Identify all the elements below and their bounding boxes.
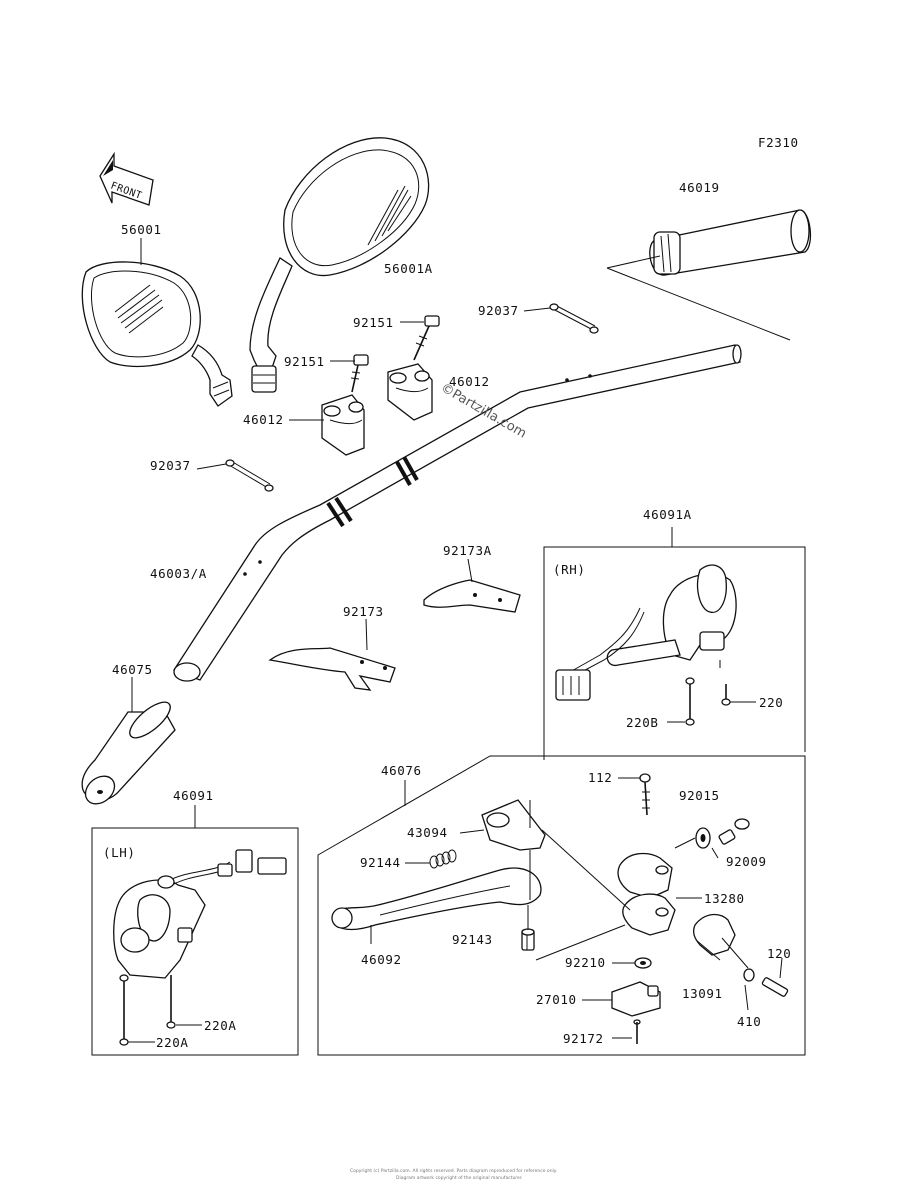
part-92151-b: 92151 [284, 354, 325, 369]
handlebar-holder-left [321, 394, 365, 456]
footer-line-2: Diagram artwork copyright of the origina… [396, 1175, 523, 1181]
part-220B: 220B [626, 715, 659, 730]
part-92009: 92009 [726, 854, 767, 869]
tie-92037-a [225, 459, 274, 492]
part-46012-a: 46012 [449, 374, 490, 389]
part-92037-b: 92037 [150, 458, 191, 473]
part-220A-b: 220A [156, 1035, 189, 1050]
front-arrow-icon: FRONT [99, 151, 154, 206]
part-92172: 92172 [563, 1031, 604, 1046]
footer-line-1: Copyright (c) Partzilla.com. All rights … [350, 1168, 557, 1174]
part-92173: 92173 [343, 604, 384, 619]
part-46012-b: 46012 [243, 412, 284, 427]
right-mirror [249, 137, 430, 393]
figure-code: F2310 [758, 135, 799, 150]
part-46019: 46019 [679, 180, 720, 195]
bracket-92173A [423, 579, 521, 613]
part-13091: 13091 [682, 986, 723, 1001]
part-112: 112 [588, 770, 612, 785]
part-56001: 56001 [121, 222, 162, 237]
handlebar-holder-right [387, 363, 433, 421]
part-13280: 13280 [704, 891, 745, 906]
bracket-92173 [268, 647, 396, 691]
part-92210: 92210 [565, 955, 606, 970]
tie-92037-b [549, 303, 599, 334]
part-43094: 43094 [407, 825, 448, 840]
part-46003: 46003/A [150, 566, 207, 581]
part-92143: 92143 [452, 932, 493, 947]
part-220: 220 [759, 695, 783, 710]
lh-label: (LH) [103, 845, 136, 860]
part-92144: 92144 [360, 855, 401, 870]
part-410: 410 [737, 1014, 761, 1029]
rh-label: (RH) [553, 562, 586, 577]
lh-switch-box [91, 827, 299, 1056]
lever-assembly [331, 773, 789, 1044]
bolt-92151-b [413, 315, 440, 361]
throttle-grip [606, 209, 812, 341]
part-92151-a: 92151 [353, 315, 394, 330]
part-46092: 46092 [361, 952, 402, 967]
leader-lines [131, 238, 749, 1039]
lever-assembly-box [317, 755, 806, 1056]
part-46075: 46075 [112, 662, 153, 677]
part-27010: 27010 [536, 992, 577, 1007]
part-92015: 92015 [679, 788, 720, 803]
part-46091: 46091 [173, 788, 214, 803]
bolt-92151-a [350, 354, 369, 393]
part-56001A: 56001A [384, 261, 433, 276]
part-92037-a: 92037 [478, 303, 519, 318]
part-92173A: 92173A [443, 543, 492, 558]
rh-switch-assembly [555, 564, 756, 726]
left-mirror [81, 261, 233, 407]
part-46091A: 46091A [643, 507, 692, 522]
part-46076: 46076 [381, 763, 422, 778]
left-grip [81, 701, 176, 805]
handlebar [173, 344, 742, 682]
part-220A-a: 220A [204, 1018, 237, 1033]
part-120: 120 [767, 946, 791, 961]
rh-switch-box [543, 546, 806, 760]
lh-switch-assembly [113, 849, 287, 1046]
